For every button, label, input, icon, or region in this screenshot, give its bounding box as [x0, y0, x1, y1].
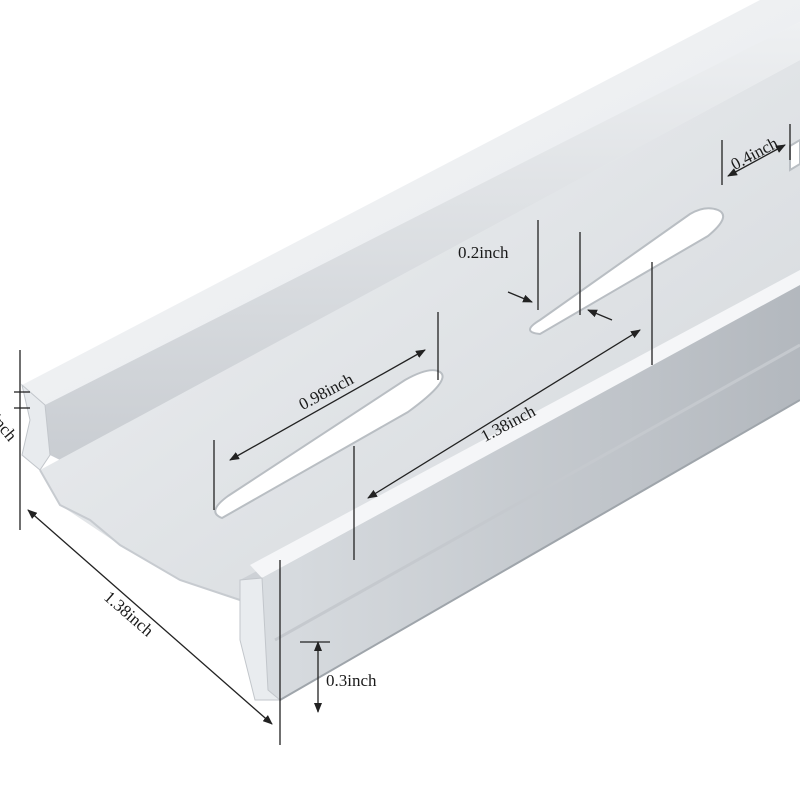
slot-right-partial [789, 138, 800, 172]
lower-flange-edge [279, 399, 800, 701]
upper-flange-top [22, 0, 800, 410]
dim-slot-width-label: 0.2inch [458, 243, 509, 262]
dimension-lines [14, 124, 791, 745]
dim-rail-height-label: 0.3inch [326, 671, 377, 690]
